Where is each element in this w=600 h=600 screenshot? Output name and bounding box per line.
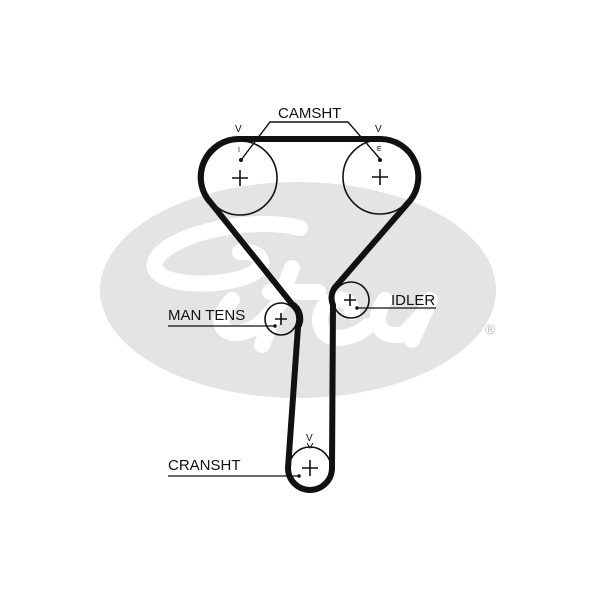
intake-mark: I bbox=[238, 147, 240, 154]
crank-timing-mark: V bbox=[306, 433, 313, 444]
idler-label: IDLER bbox=[391, 292, 435, 309]
cam-left-timing-mark: V bbox=[235, 124, 242, 135]
center-cross-icons bbox=[232, 169, 388, 476]
timing-belt bbox=[197, 135, 422, 493]
gates-logo: ® bbox=[100, 182, 496, 398]
camshaft-leader bbox=[240, 121, 382, 161]
exhaust-mark: E bbox=[377, 146, 382, 153]
crankshaft-label: CRANSHT bbox=[168, 457, 241, 474]
registered-mark: ® bbox=[485, 321, 496, 337]
manual-tensioner-pulley bbox=[264, 302, 298, 336]
cam-right-timing-mark: V bbox=[375, 124, 382, 135]
camshaft-label: CAMSHT bbox=[278, 105, 341, 122]
manual-tensioner-label: MAN TENS bbox=[168, 307, 245, 324]
